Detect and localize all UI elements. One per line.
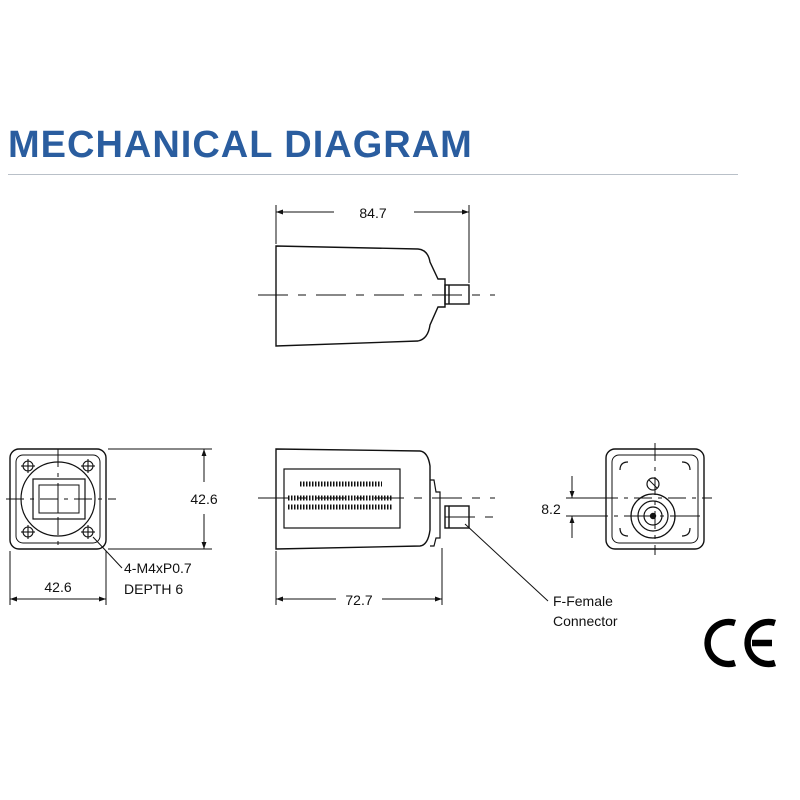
front-height-dimension <box>108 448 212 550</box>
title-divider <box>8 174 738 175</box>
mount-hole-bottom-left <box>21 525 35 539</box>
mount-hole-top-left <box>21 459 35 473</box>
page-title: MECHANICAL DIAGRAM <box>8 124 473 166</box>
front-height-label: 42.6 <box>190 491 217 507</box>
front-width-label: 42.6 <box>44 579 71 595</box>
front-view <box>6 448 116 550</box>
mount-hole-leader <box>92 536 123 569</box>
side-length-label: 72.7 <box>345 592 372 608</box>
mount-hole-note-line2: DEPTH 6 <box>124 581 183 597</box>
ce-mark <box>704 618 776 668</box>
connector-offset-label: 8.2 <box>541 501 561 517</box>
connector-note-line1: F-Female <box>553 593 613 609</box>
mount-hole-note-line1: 4-M4xP0.7 <box>124 560 192 576</box>
top-length-dimension <box>275 205 470 283</box>
connector-leader <box>464 523 549 602</box>
mount-hole-bottom-right <box>81 525 95 539</box>
mount-hole-top-right <box>81 459 95 473</box>
barcode-label <box>288 481 392 510</box>
front-width-dimension <box>9 551 107 605</box>
top-view <box>258 245 495 347</box>
side-length-dimension <box>275 548 443 605</box>
rear-view <box>578 443 712 555</box>
connector-note-line2: Connector <box>553 613 618 629</box>
connector-offset-dimension <box>566 476 604 538</box>
top-length-label: 84.7 <box>359 205 386 221</box>
